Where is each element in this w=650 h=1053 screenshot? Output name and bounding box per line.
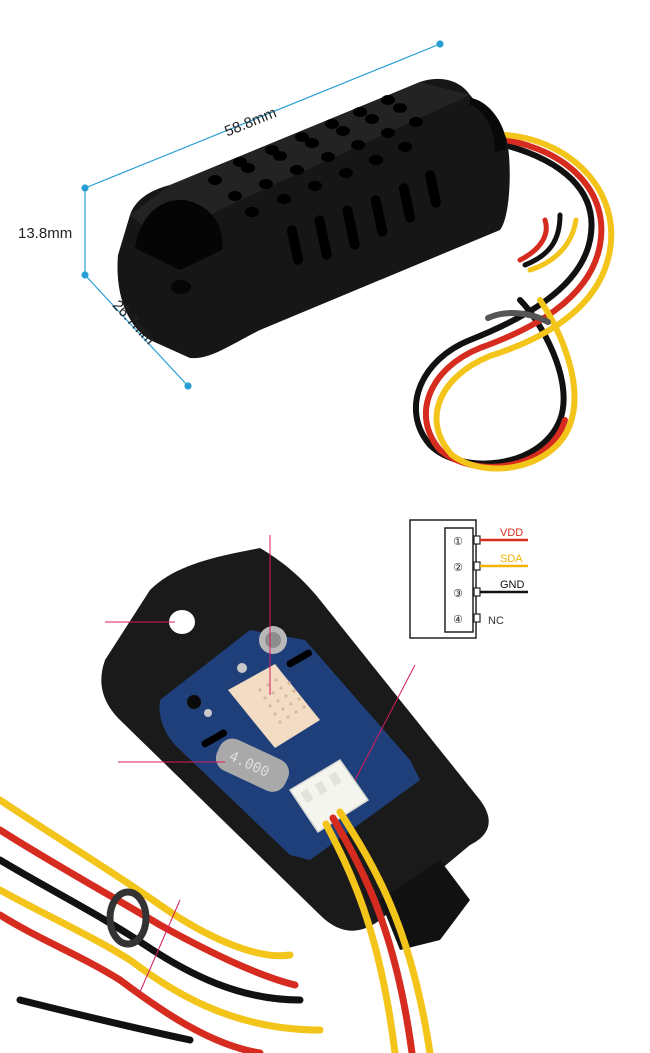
sensor-board-photo: 4.000 [0,548,489,1053]
pin-3-number: ③ [453,587,463,600]
mounting-hole-open [169,610,195,634]
ventilation-holes [208,95,423,217]
ventilation-slots [286,170,441,265]
pin-3-label: GND [500,579,525,591]
wire-bundle-board [322,808,434,1053]
pinout-diagram: ① ② ③ ④ VDD SDA GND NC [409,519,528,639]
pin-4-number: ④ [453,613,463,626]
pin-4-label: NC [488,615,504,627]
sensor-housing-photo [117,78,615,472]
dimension-height-label: 13.8mm [18,225,72,242]
dimension-length-label: 58.8mm [222,104,279,140]
wire-bundle-left [0,796,324,1053]
mounting-hole [171,280,191,294]
housing-front-cutout [135,199,223,270]
pin-2-label: SDA [500,553,523,565]
wire-bundle-top [412,132,615,472]
callout-lines [105,535,416,993]
pin-2-number: ② [453,561,463,574]
wire-connector [288,758,370,834]
pin-1-number: ① [453,535,463,548]
pin-1-label: VDD [500,527,523,539]
led-component [187,695,201,709]
housing-body [117,78,510,359]
pin-numbers: ① ② ③ ④ [453,535,463,626]
dimension-lines [81,40,444,390]
humidity-sensor-element [228,664,320,748]
